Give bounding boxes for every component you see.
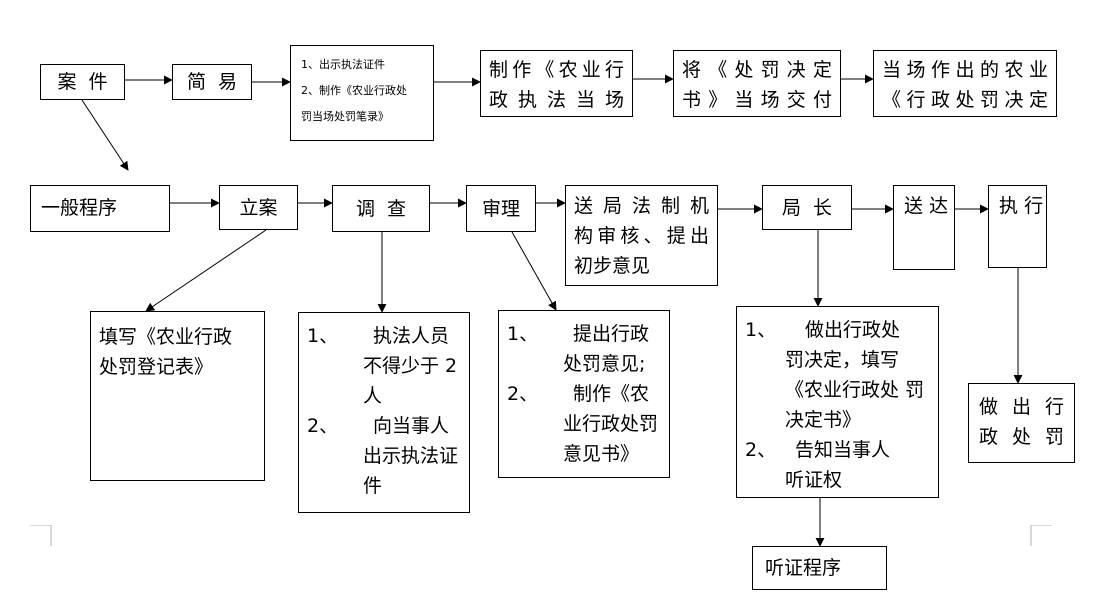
box-lian: 立案 <box>219 185 298 230</box>
corner-mark-left <box>30 525 52 546</box>
box-tianxie: 填写《农业行政 处罚登记表》 <box>90 311 265 481</box>
box-diaocha-label: 调 查 <box>355 197 407 220</box>
shenli-note-2-line-2: 业行政处罚 <box>563 413 659 435</box>
box-juzhang: 局 长 <box>762 185 852 230</box>
arrow-lian-to-tianxie <box>145 229 267 312</box>
box-tingzheng-label: 听证程序 <box>765 557 842 579</box>
box-tingzheng: 听证程序 <box>752 546 887 590</box>
zhixing-line-1: 执 <box>999 195 1019 217</box>
diaocha-note-1-num: 1、 <box>307 325 339 347</box>
shenli-note-2-num: 2、 <box>507 383 539 405</box>
songju-line-3: 初步意见 <box>574 255 651 277</box>
zhixing-line-2: 行 <box>1024 195 1044 217</box>
shenli-note-2-line-1: 制作《农 <box>573 383 650 405</box>
corner-mark-right <box>1030 525 1052 546</box>
diaocha-note-2-line-2: 出示执法证 <box>363 445 459 467</box>
shenli-note-2: 2、 制作《农 <box>507 379 661 409</box>
diaocha-note-1-line-3: 人 <box>363 385 383 407</box>
shenli-note-2-line-3: 意见书》 <box>563 443 640 465</box>
box-juzhang-notes: 1、 做出行政处 罚决定，填写 《农业行政处 罚决定书》 2、 告知当事人 听证… <box>736 306 939 498</box>
tianxie-line-1: 填写《农业行政 <box>99 326 233 348</box>
diaocha-note-1: 1、 执法人员 <box>307 321 461 351</box>
box-songju: 送局法制机 构审核、提出 初步意见 <box>565 185 718 286</box>
shenli-note-1: 1、 提出行政 <box>507 319 661 349</box>
juzhang-note-2: 2、 告知当事人 <box>745 435 930 465</box>
songda-line-1: 送 <box>904 195 924 217</box>
tianxie-line-2: 处罚登记表》 <box>99 356 214 378</box>
zhizuo-line-1: 制作《农业行 <box>489 59 624 81</box>
diaocha-note-2-line-3: 件 <box>363 475 383 497</box>
dangchang-line-1: 当场作出的农业 <box>882 59 1048 81</box>
box-shenli: 审理 <box>466 185 536 232</box>
box-zhixing: 执 行 <box>988 185 1047 268</box>
shenli-note-1-num: 1、 <box>507 323 539 345</box>
shenli-note-2-cont: 业行政处罚 意见书》 <box>507 409 661 469</box>
arrow-anjian-to-yiban <box>81 99 129 171</box>
songju-line-2: 构审核、提出 <box>574 225 709 247</box>
box-diaocha-notes: 1、 执法人员 不得少于 2 人 2、 向当事人 出示执法证 件 <box>298 312 470 513</box>
jiang-line-2: 书》当场交付 <box>682 89 832 111</box>
diaocha-note-1-line-2: 不得少于 2 <box>363 355 458 377</box>
jianyi-step-3: 罚当场处罚笔录》 <box>301 110 389 123</box>
diaocha-note-2-cont: 出示执法证 件 <box>307 441 461 501</box>
jiang-line-1: 将《处罚决定 <box>682 59 832 81</box>
box-zuochu: 做出行 政处罚 <box>968 383 1075 463</box>
box-diaocha: 调 查 <box>332 185 430 232</box>
box-songda: 送 达 <box>893 185 955 270</box>
juzhang-note-1: 1、 做出行政处 <box>745 315 930 345</box>
diaocha-note-2-num: 2、 <box>307 415 339 437</box>
juzhang-note-1-line-2: 罚决定，填写 <box>785 349 900 371</box>
juzhang-note-2-cont: 听证权 <box>745 465 930 495</box>
diaocha-note-1-cont: 不得少于 2 人 <box>307 351 461 411</box>
box-anjian: 案 件 <box>40 64 125 100</box>
box-dangchang-zuochu: 当场作出的农业 《行政处罚决定 <box>873 50 1057 117</box>
juzhang-note-1-line-3: 《农业行政处 <box>785 379 900 401</box>
juzhang-note-2-line-1: 告知当事人 <box>795 439 891 461</box>
box-yiban-label: 一般程序 <box>41 197 118 219</box>
juzhang-note-1-line-1: 做出行政处 <box>805 319 901 341</box>
jianyi-step-2: 2、制作《农业行政处 <box>301 84 407 97</box>
juzhang-note-2-line-2: 听证权 <box>785 469 843 491</box>
arrow-shenli-to-notes <box>511 231 557 311</box>
songda-line-2: 达 <box>929 195 949 217</box>
shenli-note-1-line-1: 提出行政 <box>573 323 650 345</box>
box-anjian-label: 案 件 <box>57 71 108 93</box>
juzhang-note-1-cont: 罚决定，填写 《农业行政处 罚决定书》 <box>745 345 930 435</box>
songju-line-1: 送局法制机 <box>574 195 709 217</box>
juzhang-note-1-num: 1、 <box>745 319 777 341</box>
diaocha-note-2-line-1: 向当事人 <box>373 415 450 437</box>
box-jianyi-label: 简 易 <box>186 71 238 93</box>
box-jianyi: 简 易 <box>172 64 252 100</box>
box-yiban: 一般程序 <box>30 185 170 232</box>
juzhang-note-2-num: 2、 <box>745 439 777 461</box>
shenli-note-1-cont: 处罚意见; <box>507 349 661 379</box>
box-jianyi-steps: 1、出示执法证件 2、制作《农业行政处 罚当场处罚笔录》 <box>290 45 434 141</box>
shenli-note-1-line-2: 处罚意见; <box>563 353 646 375</box>
box-zhizuo-dangchang: 制作《农业行 政执法当场 <box>480 50 633 117</box>
zuochu-line-2: 政处罚 <box>979 426 1064 448</box>
jianyi-step-1: 1、出示执法证件 <box>301 58 385 71</box>
juzhang-note-1-line-4: 罚决定书》 <box>785 379 925 431</box>
box-shenli-notes: 1、 提出行政 处罚意见; 2、 制作《农 业行政处罚 意见书》 <box>498 310 670 478</box>
box-shenli-label: 审理 <box>481 197 520 220</box>
diaocha-note-2: 2、 向当事人 <box>307 411 461 441</box>
box-lian-label: 立案 <box>239 196 278 219</box>
box-juzhang-label: 局 长 <box>781 196 833 219</box>
zuochu-line-1: 做出行 <box>979 396 1064 418</box>
box-jiang-jueding: 将《处罚决定 书》当场交付 <box>673 50 841 117</box>
diaocha-note-1-line-1: 执法人员 <box>373 325 450 347</box>
dangchang-line-2: 《行政处罚决定 <box>882 89 1048 111</box>
zhizuo-line-2: 政执法当场 <box>489 89 624 111</box>
